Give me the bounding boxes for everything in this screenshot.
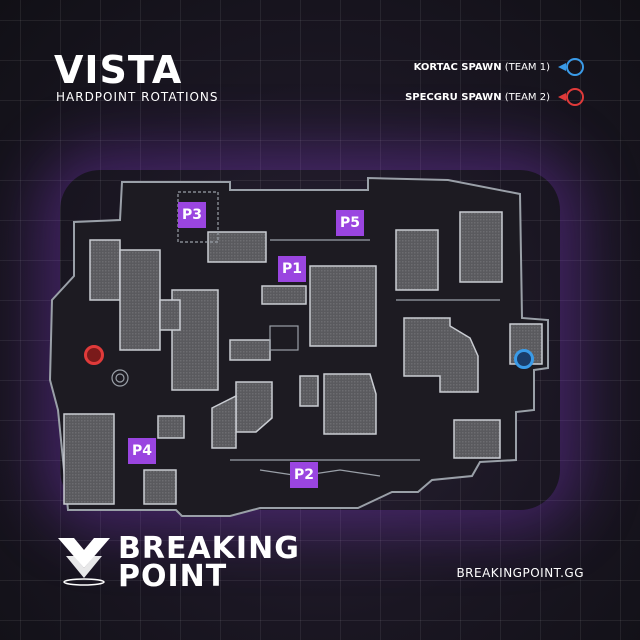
fountain: [115, 373, 125, 383]
building: [211, 394, 237, 449]
hardpoint-p5: P5: [336, 210, 364, 236]
brand-name-line2: POINT: [118, 559, 228, 594]
building: [143, 469, 177, 505]
map-title: VISTA: [54, 48, 183, 92]
building: [63, 413, 115, 505]
red-spawn-icon: [558, 88, 584, 106]
building: [229, 339, 271, 361]
kortac-spawn-marker: [514, 349, 534, 369]
legend-team2: SPECGRU SPAWN (TEAM 2): [405, 88, 584, 106]
legend-team2-name: SPECGRU SPAWN: [405, 91, 502, 103]
building: [403, 317, 479, 393]
hardpoint-p1: P1: [278, 256, 306, 282]
blue-spawn-icon: [558, 58, 584, 76]
fountain: [111, 369, 129, 387]
specgru-spawn-marker: [84, 345, 104, 365]
structure-outline: [269, 325, 299, 351]
hardpoint-p4: P4: [128, 438, 156, 464]
building: [299, 375, 319, 407]
legend-team1-name: KORTAC SPAWN: [413, 61, 502, 73]
building: [119, 249, 161, 351]
hardpoint-p2: P2: [290, 462, 318, 488]
map-subtitle: HARDPOINT ROTATIONS: [56, 90, 219, 104]
building: [459, 211, 503, 283]
building: [309, 265, 377, 347]
building: [157, 415, 185, 439]
building: [261, 285, 307, 305]
building: [323, 373, 377, 435]
hardpoint-p3: P3: [178, 202, 206, 228]
brand-url: BREAKINGPOINT.GG: [456, 566, 584, 580]
legend-team2-team: (TEAM 2): [501, 91, 550, 103]
building: [89, 239, 121, 301]
building: [395, 229, 439, 291]
breakingpoint-logo-icon: [58, 538, 110, 586]
building: [207, 231, 267, 263]
legend-team1: KORTAC SPAWN (TEAM 1): [414, 58, 584, 76]
building: [453, 419, 501, 459]
wall: [259, 469, 381, 477]
brand-name-line1: BREAKING: [118, 531, 300, 566]
building: [159, 299, 181, 331]
legend-team1-team: (TEAM 1): [501, 61, 550, 73]
